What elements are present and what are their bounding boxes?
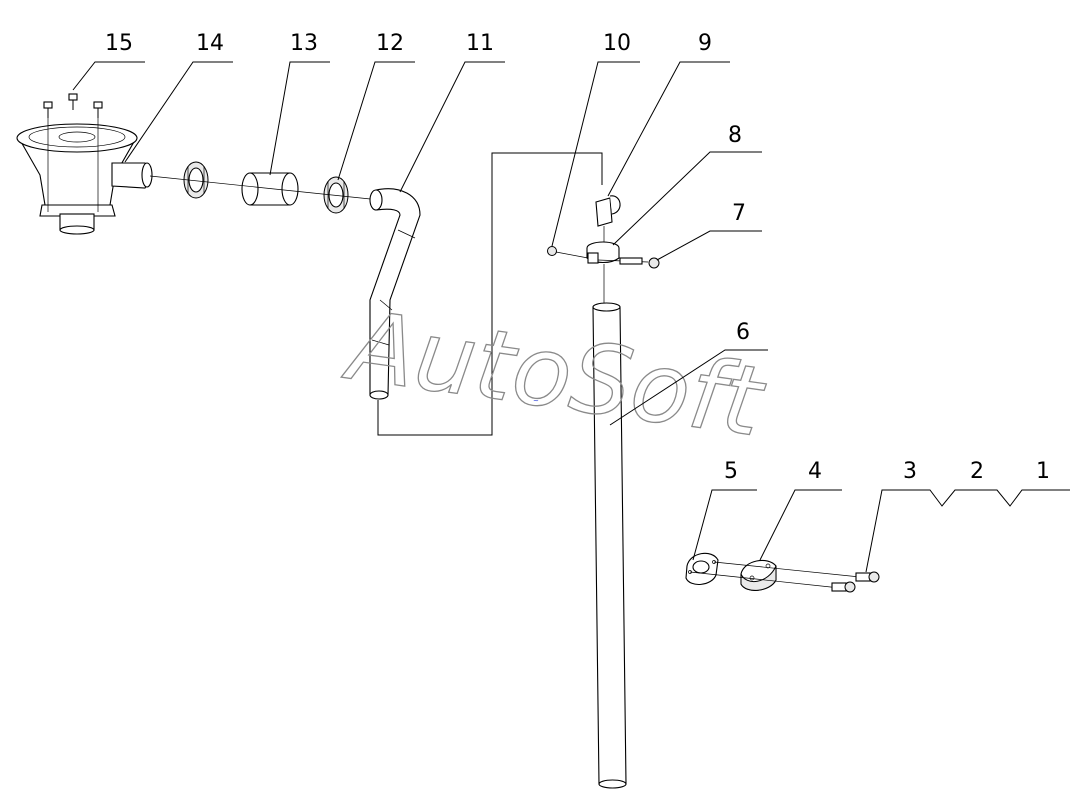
callout-13: 13 xyxy=(290,31,318,56)
callout-8: 8 xyxy=(728,123,742,148)
part-13-sleeve xyxy=(241,172,299,206)
callout-14: 14 xyxy=(196,31,224,56)
callout-1: 1 xyxy=(1036,459,1050,484)
watermark: AutoSoft xyxy=(337,289,772,459)
part-8-band-clamp xyxy=(586,241,620,264)
leader-lines xyxy=(72,61,1070,573)
part-10-nut xyxy=(547,246,589,259)
callout-11: 11 xyxy=(466,31,494,56)
callout-12: 12 xyxy=(376,31,404,56)
part-5-gasket xyxy=(685,552,719,585)
part-12-clamp-right xyxy=(323,176,349,214)
callout-2: 2 xyxy=(970,459,984,484)
callout-9: 9 xyxy=(698,31,712,56)
callout-6: 6 xyxy=(736,320,750,345)
connection-bracket xyxy=(377,152,603,436)
part-12-clamp-left xyxy=(183,161,209,199)
part-4-flange xyxy=(740,559,777,591)
part-3-bolts xyxy=(831,571,880,593)
callout-3: 3 xyxy=(903,459,917,484)
callout-7: 7 xyxy=(732,201,746,226)
part-15-bolts xyxy=(43,93,103,118)
part-9-clip xyxy=(595,195,621,242)
part-6-pipe xyxy=(592,302,627,789)
part-14-housing xyxy=(16,118,153,235)
part-7-bolt xyxy=(597,257,660,269)
callout-10: 10 xyxy=(603,31,631,56)
callout-15: 15 xyxy=(105,31,133,56)
watermark-mark: ~ xyxy=(533,397,539,405)
callout-4: 4 xyxy=(808,459,822,484)
callout-numbers: 15 14 13 12 11 10 9 8 7 6 5 4 3 2 1 xyxy=(105,31,1050,484)
callout-5: 5 xyxy=(724,459,738,484)
